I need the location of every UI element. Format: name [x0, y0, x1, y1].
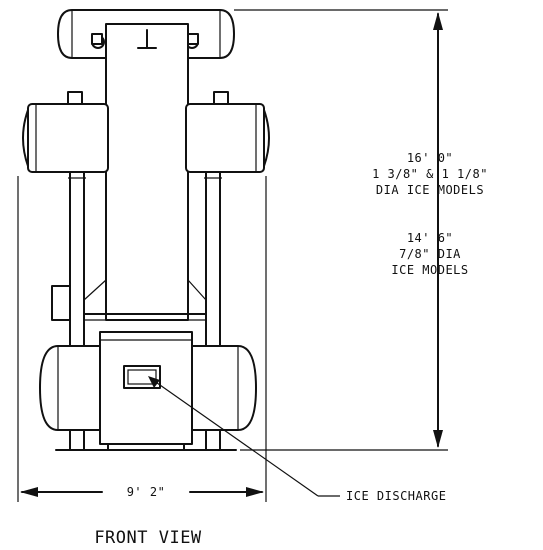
left-condenser — [22, 91, 109, 173]
height-dimension — [234, 9, 448, 451]
height-dim-line2: 1 3/8" & 1 1/8" — [372, 167, 488, 181]
ice-discharge-opening — [123, 365, 161, 389]
control-box — [51, 285, 71, 321]
width-dim-label: 9' 2" — [127, 485, 166, 499]
central-column — [105, 23, 189, 321]
height-dim-line3: DIA ICE MODELS — [376, 183, 484, 197]
ice-discharge-leader — [148, 376, 340, 497]
ice-bin — [99, 331, 193, 451]
height-dim-line6: ICE MODELS — [391, 263, 468, 277]
view-title: FRONT VIEW — [94, 528, 202, 548]
right-condenser — [185, 91, 270, 173]
height-dim-line4: 14' 6" — [407, 231, 453, 245]
height-dim-line1: 16' 0" — [407, 151, 453, 165]
width-dimension — [17, 176, 267, 502]
height-dim-line5: 7/8" DIA — [399, 247, 461, 261]
ice-discharge-label: ICE DISCHARGE — [346, 489, 446, 503]
